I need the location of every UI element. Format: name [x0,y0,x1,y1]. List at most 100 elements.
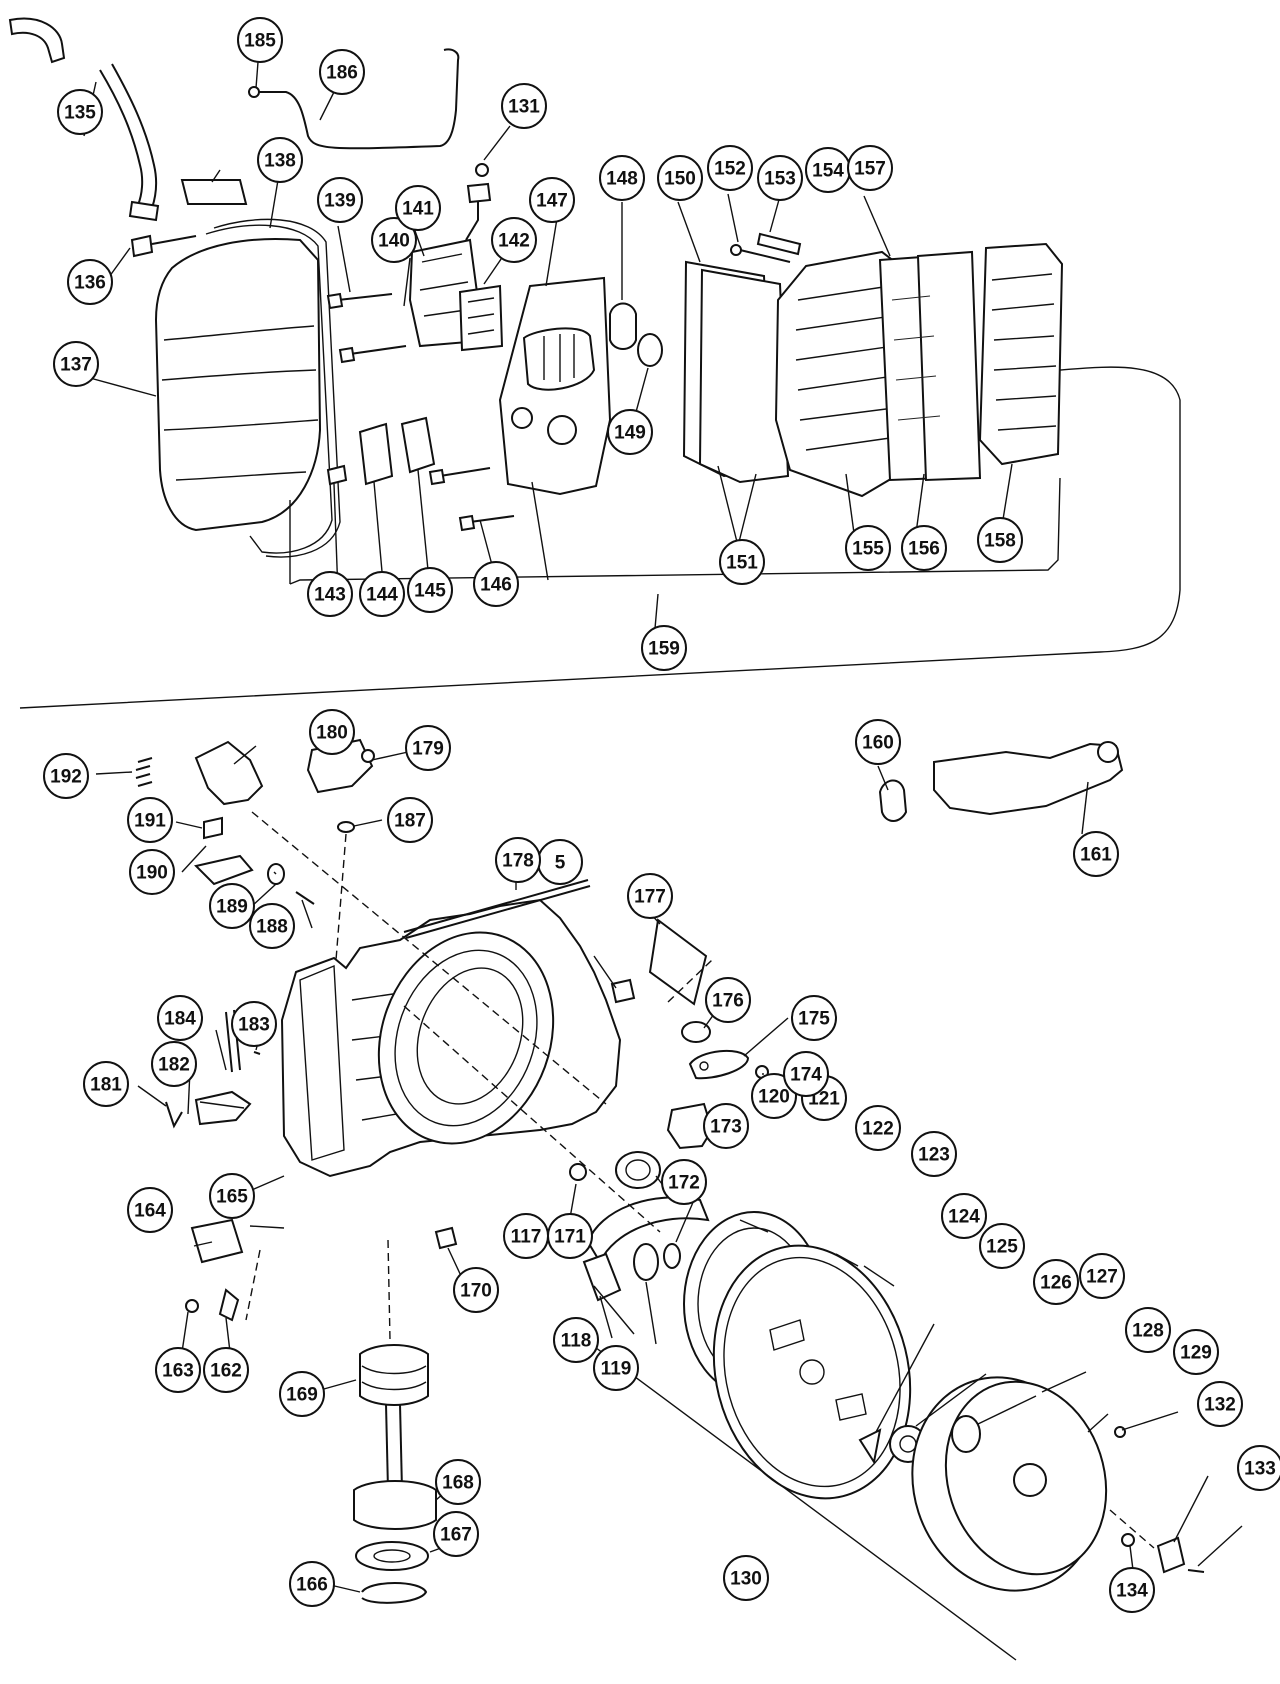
callout-number: 171 [554,1227,586,1248]
callout-number: 127 [1086,1267,1118,1288]
callout-139: 139 [317,177,363,223]
callout-circle [309,709,355,755]
callout-184: 184 [157,995,203,1041]
torque-converter-group [567,1196,1205,1661]
callout-circle [359,571,405,617]
callout-number: 133 [1244,1459,1276,1480]
callout-163: 163 [155,1347,201,1393]
callout-number: 139 [324,191,356,212]
callout-136: 136 [67,259,113,305]
callout-circle [979,1223,1025,1269]
callout-170: 170 [453,1267,499,1313]
callout-circle [289,1561,335,1607]
callout-number: 130 [730,1569,762,1590]
callout-number: 155 [852,539,884,560]
callout-circle [405,725,451,771]
callout-circle [307,571,353,617]
callout-number: 156 [908,539,940,560]
callout-117: 117 [503,1213,549,1259]
callout-circle [1173,1329,1219,1375]
callout-164: 164 [127,1187,173,1233]
callout-143: 143 [307,571,353,617]
callout-number: 138 [264,151,296,172]
callout-154: 154 [805,147,851,193]
callout-circle [977,517,1023,563]
callout-circle [901,525,947,571]
callout-number: 157 [854,159,886,180]
callout-157: 157 [847,145,893,191]
callout-circle [209,1173,255,1219]
callout-circle [845,525,891,571]
callout-140: 140 [371,217,417,263]
callout-155: 155 [845,525,891,571]
callout-189: 189 [209,883,255,929]
callout-number: 151 [726,553,758,574]
callout-circle [127,1187,173,1233]
callout-circle [1073,831,1119,877]
callout-number: 136 [74,273,106,294]
callout-132: 132 [1197,1381,1243,1427]
callout-number: 134 [1116,1581,1148,1602]
callout-circle [719,539,765,585]
callout-168: 168 [435,1459,481,1505]
callout-circle [547,1213,593,1259]
callout-circle [1237,1445,1280,1491]
callout-121: 121 [801,1075,847,1121]
callout-circle [157,995,203,1041]
callout-162: 162 [203,1347,249,1393]
callout-circle [1109,1567,1155,1613]
callout-circle [435,1459,481,1505]
callout-150: 150 [657,155,703,201]
callout-number: 135 [64,103,96,124]
callout-119: 119 [593,1345,639,1391]
callout-circle [317,177,363,223]
callout-circle [705,977,751,1023]
callout-130: 130 [723,1555,769,1601]
callout-number: 125 [986,1237,1018,1258]
callout-number: 170 [460,1281,492,1302]
callout-number: 164 [134,1201,166,1222]
callout-circle [911,1131,957,1177]
callout-number: 158 [984,531,1016,552]
callout-circle [627,873,673,919]
callout-circle [757,155,803,201]
callout-number: 144 [366,585,398,606]
callout-126: 126 [1033,1259,1079,1305]
callout-152: 152 [707,145,753,191]
callout-circle [127,797,173,843]
callout-circle [791,995,837,1041]
callout-161: 161 [1073,831,1119,877]
callout-127: 127 [1079,1253,1125,1299]
callout-number: 120 [758,1087,790,1108]
callout-number: 149 [614,423,646,444]
callout-number: 188 [256,917,288,938]
callout-number: 162 [210,1361,242,1382]
callout-circle [67,259,113,305]
callout-148: 148 [599,155,645,201]
callout-number: 190 [136,863,168,884]
callout-circle [529,177,575,223]
callout-circle [847,145,893,191]
callout-160: 160 [855,719,901,765]
callout-number: 174 [790,1065,822,1086]
callout-circle [1197,1381,1243,1427]
callout-number: 132 [1204,1395,1236,1416]
callout-number: 161 [1080,845,1112,866]
callout-number: 154 [812,161,844,182]
callout-147: 147 [529,177,575,223]
callout-circle [237,17,283,63]
callout-circle [495,837,541,883]
callout-153: 153 [757,155,803,201]
callout-circle [553,1317,599,1363]
callout-135: 135 [57,89,103,135]
callout-circle [279,1371,325,1417]
callout-134: 134 [1109,1567,1155,1613]
callout-183: 183 [231,1001,277,1047]
callout-circle [723,1555,769,1601]
callout-173: 173 [703,1103,749,1149]
callout-156: 156 [901,525,947,571]
callout-number: 147 [536,191,568,212]
callout-177: 177 [627,873,673,919]
callout-number: 128 [1132,1321,1164,1342]
